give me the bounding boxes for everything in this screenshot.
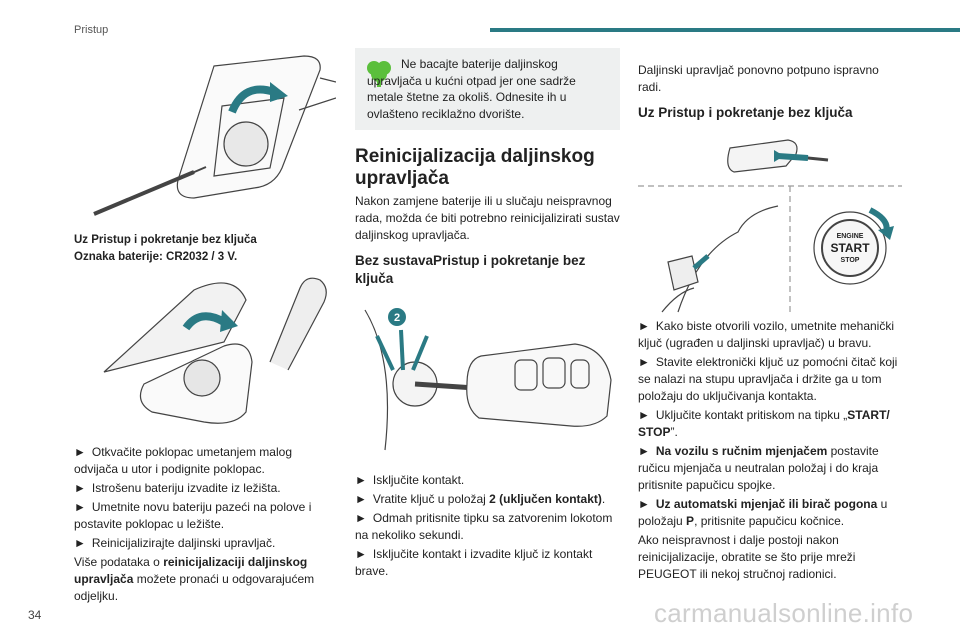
caption-line-1: Uz Pristup i pokretanje bez ključa [74, 234, 257, 246]
caption-line-2: Oznaka baterije: CR2032 / 3 V. [74, 251, 238, 263]
step-remove-key: Isključite kontakt i izvadite ključ iz k… [355, 547, 593, 578]
reinit-intro: Nakon zamjene baterije ili u slučaju nei… [355, 194, 620, 242]
keyless-closing: Ako neispravnost i dalje postoji nakon r… [638, 533, 856, 581]
keyless-subheading: Uz Pristup i pokretanje bez ključa [638, 105, 853, 120]
recycling-note-text: Ne bacajte baterije daljinskog upravljač… [367, 57, 576, 121]
watermark: carmanualsonline.info [654, 598, 914, 628]
keyless-start-figure: ENGINE START STOP [638, 139, 902, 314]
stop-label: STOP [841, 257, 860, 264]
keyless-step-open: Kako biste otvorili vozilo, umetnite meh… [638, 319, 894, 350]
keyless-step-reader: Stavite elektronički ključ uz pomoćni či… [638, 355, 898, 403]
remote-works-text: Daljinski upravljač ponovno potpuno ispr… [638, 63, 879, 94]
engine-label: ENGINE [837, 233, 864, 240]
recycling-note-box: Ne bacajte baterije daljinskog upravljač… [355, 48, 620, 130]
instruction-remove-battery: Istrošenu bateriju izvadite iz ležišta. [91, 481, 281, 495]
step-key-position-2: ►Vratite ključ u položaj 2 (uključen kon… [355, 492, 606, 506]
position-2-label: 2 [394, 312, 400, 324]
section-title: Pristup [74, 24, 109, 36]
more-info-paragraph: Više podataka o reinicijalizaciji daljin… [74, 555, 315, 603]
ignition-key-figure: 2 [364, 308, 612, 451]
tree-icon [367, 61, 391, 87]
step-ignition-off: Isključite kontakt. [372, 473, 465, 487]
keyless-step-manual: ►Na vozilu s ručnim mjenjačem postavite … [638, 444, 879, 492]
instruction-insert-battery: Umetnite novu bateriju pazeći na polove … [74, 500, 312, 531]
instruction-remove-cover: Otkvačite poklopac umetanjem malog odvij… [74, 445, 292, 476]
instruction-reinitialize: Reinicijalizirajte daljinski upravljač. [91, 536, 276, 550]
battery-key-figure-2 [103, 277, 327, 424]
start-label: START [830, 241, 870, 255]
keyless-step-start-stop: ►Uključite kontakt pritiskom na tipku „S… [638, 408, 890, 439]
page-number: 34 [28, 608, 42, 622]
header-accent-bar [490, 28, 960, 32]
keyless-step-automatic: ►Uz automatski mjenjač ili birač pogona … [638, 497, 888, 528]
step-press-lock: Odmah pritisnite tipku sa zatvorenim lok… [355, 511, 613, 542]
battery-key-figure-1 [93, 55, 336, 216]
